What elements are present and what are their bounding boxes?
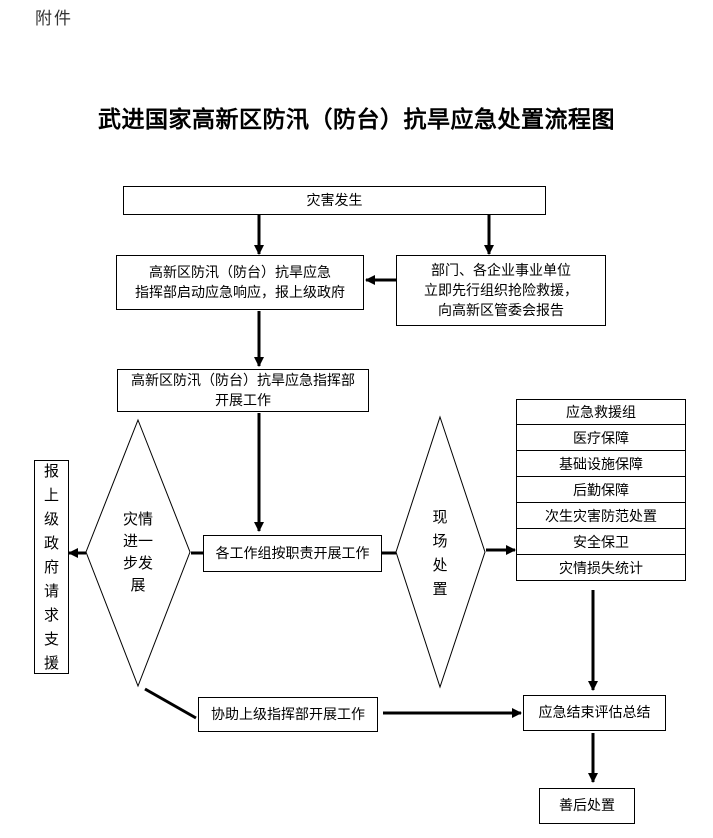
node-groups-work: 各工作组按职责开展工作 xyxy=(203,535,382,572)
report-char: 政 xyxy=(43,534,59,552)
node-end-eval: 应急结束评估总结 xyxy=(523,695,666,731)
node-command-start: 高新区防汛（防台）抗旱应急 指挥部启动应急响应，报上级政府 xyxy=(116,255,364,310)
task-group-rescue: 应急救援组 xyxy=(516,399,686,425)
task-group-security: 安全保卫 xyxy=(516,529,686,555)
node-report-upper: 报 上 级 政 府 请 求 支 援 xyxy=(34,460,69,674)
report-char: 请 xyxy=(43,582,59,600)
node-disaster-label: 灾害发生 xyxy=(306,192,363,209)
node-aftermath: 善后处置 xyxy=(539,788,635,824)
report-char: 上 xyxy=(43,486,59,504)
node-command-start-line-1: 高新区防汛（防台）抗旱应急 xyxy=(149,264,331,281)
node-command-work: 高新区防汛（防台）抗旱应急指挥部 开展工作 xyxy=(117,369,369,412)
line-develop-to-assist xyxy=(144,687,197,720)
develop-line: 展 xyxy=(130,576,146,594)
task-group-infrastructure: 基础设施保障 xyxy=(516,451,686,477)
onsite-char: 置 xyxy=(432,580,448,598)
node-disaster: 灾害发生 xyxy=(123,186,546,215)
node-aftermath-label: 善后处置 xyxy=(559,798,615,814)
report-char: 求 xyxy=(43,606,59,624)
node-command-work-line-2: 开展工作 xyxy=(215,392,271,409)
onsite-char: 场 xyxy=(432,532,448,550)
task-group-medical: 医疗保障 xyxy=(516,425,686,451)
node-assist-upper: 协助上级指挥部开展工作 xyxy=(198,697,378,732)
task-group-loss-statistics: 灾情损失统计 xyxy=(516,555,686,581)
node-command-work-line-1: 高新区防汛（防台）抗旱应急指挥部 xyxy=(131,372,355,389)
onsite-char: 现 xyxy=(432,508,448,526)
onsite-char: 处 xyxy=(432,556,448,574)
decision-disaster-develop-shape xyxy=(85,418,191,688)
node-groups-work-label: 各工作组按职责开展工作 xyxy=(215,545,370,562)
develop-line: 步发 xyxy=(122,554,153,572)
attachment-label: 附件 xyxy=(35,9,73,29)
page-title: 武进国家高新区防汛（防台）抗旱应急处置流程图 xyxy=(98,107,615,133)
node-units-rescue-line-1: 部门、各企业事业单位 xyxy=(431,262,571,279)
node-units-rescue: 部门、各企业事业单位 立即先行组织抢险救援， 向高新区管委会报告 xyxy=(396,255,606,326)
task-group-stack: 应急救援组 医疗保障 基础设施保障 后勤保障 次生灾害防范处置 安全保卫 灾情损… xyxy=(516,399,686,581)
report-char: 援 xyxy=(43,654,59,672)
report-char: 报 xyxy=(43,462,59,480)
node-assist-upper-label: 协助上级指挥部开展工作 xyxy=(211,706,365,723)
develop-line: 进一 xyxy=(122,532,153,550)
node-units-rescue-line-2: 立即先行组织抢险救援， xyxy=(424,282,578,299)
develop-line: 灾情 xyxy=(122,510,153,528)
node-units-rescue-line-3: 向高新区管委会报告 xyxy=(438,302,564,319)
report-char: 级 xyxy=(43,510,59,528)
report-char: 府 xyxy=(43,558,59,576)
decision-onsite: 现 场 处 置 xyxy=(420,505,460,601)
decision-onsite-shape xyxy=(395,415,486,689)
decision-disaster-develop: 灾情 进一 步发 展 xyxy=(106,508,170,596)
task-group-secondary-disaster: 次生灾害防范处置 xyxy=(516,503,686,529)
task-group-logistics: 后勤保障 xyxy=(516,477,686,503)
node-command-start-line-2: 指挥部启动应急响应，报上级政府 xyxy=(135,284,345,301)
node-end-eval-label: 应急结束评估总结 xyxy=(538,705,651,721)
report-char: 支 xyxy=(43,630,59,648)
